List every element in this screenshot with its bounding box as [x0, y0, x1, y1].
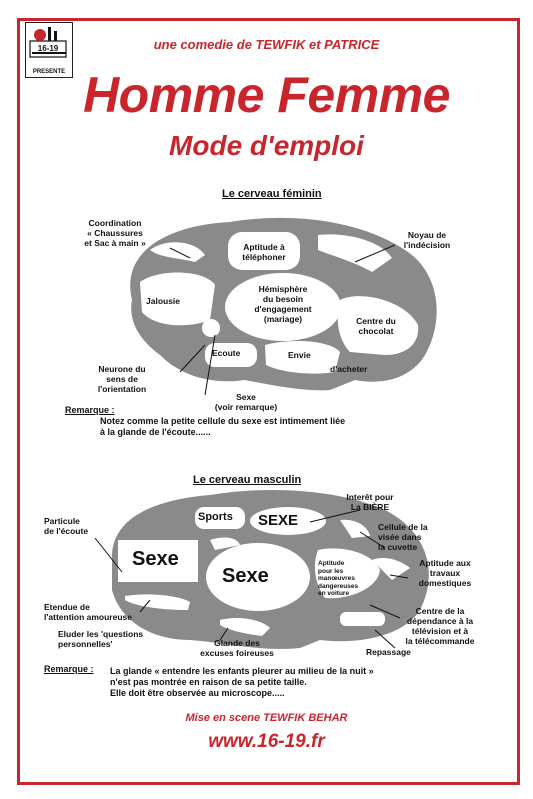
- label-cellule-visee: Cellule de la visée dans la cuvette: [378, 522, 428, 552]
- company-logo: 16-19 PRESENTE: [25, 22, 73, 78]
- female-remark: Notez comme la petite cellule du sexe es…: [100, 416, 346, 437]
- label-travaux-domestiques: Aptitude aux travaux domestiques: [418, 558, 472, 588]
- label-glande-excuses: Glande des excuses foireuses: [200, 638, 274, 658]
- label-particule-ecoute: Particule de l'écoute: [44, 516, 89, 536]
- label-hemisphere: Hémisphère du besoin d'engagement (maria…: [254, 284, 312, 324]
- website-link[interactable]: www.16-19.fr: [208, 731, 325, 752]
- male-remark-heading: Remarque :: [44, 664, 94, 674]
- label-sports: Sports: [198, 511, 233, 523]
- female-remark-heading: Remarque :: [65, 405, 115, 415]
- label-sexe-left: Sexe: [132, 548, 179, 570]
- logo-caption: PRESENTE: [32, 69, 66, 75]
- tagline: une comedie de TEWFIK et PATRICE: [153, 37, 380, 52]
- label-neurone-orientation: Neurone du sens de l'orientation: [97, 364, 147, 394]
- label-acheter: d'acheter: [330, 364, 368, 374]
- label-interet-biere: Interêt pour La BIÈRE: [346, 492, 394, 512]
- label-noyau-indecision: Noyau de l'indécision: [403, 230, 451, 250]
- label-eluder-questions: Eluder les 'questions personnelles': [58, 629, 144, 649]
- label-centre-chocolat: Centre du chocolat: [356, 316, 396, 336]
- svg-text:16-19: 16-19: [38, 44, 59, 53]
- label-aptitude-telephoner: Aptitude à téléphoner: [242, 242, 286, 262]
- label-dependance-television: Centre de la dépendance à la télévision …: [405, 606, 475, 646]
- poster-frame: [17, 18, 520, 785]
- label-repassage: Repassage: [366, 647, 411, 657]
- label-ecoute: Ecoute: [212, 348, 241, 358]
- female-brain-diagram: [130, 217, 437, 396]
- label-etendue-attention: Etendue de l'attention amoureuse: [44, 602, 132, 622]
- label-coordination: Coordination « Chaussures et Sac à main …: [84, 218, 146, 248]
- male-remark: La glande « entendre les enfants pleurer…: [110, 666, 374, 698]
- poster-title: Homme Femme: [83, 67, 450, 123]
- female-brain-heading: Le cerveau féminin: [222, 188, 322, 200]
- male-brain-heading: Le cerveau masculin: [193, 474, 302, 486]
- male-brain-diagram: [94, 490, 429, 649]
- logo-mark-icon: 16-19: [29, 27, 67, 58]
- poster-subtitle: Mode d'emploi: [169, 130, 364, 161]
- label-aptitude-voiture: Aptitude pour les manœuvres dangereuses …: [318, 560, 359, 597]
- label-sexe-center: Sexe: [222, 565, 269, 587]
- label-sexe-feminin: Sexe (voir remarque): [214, 392, 278, 412]
- label-jalousie: Jalousie: [146, 296, 181, 306]
- director-credit: Mise en scene TEWFIK BEHAR: [185, 712, 348, 724]
- label-sexe-top: SEXE: [258, 512, 299, 529]
- label-envie: Envie: [288, 350, 311, 360]
